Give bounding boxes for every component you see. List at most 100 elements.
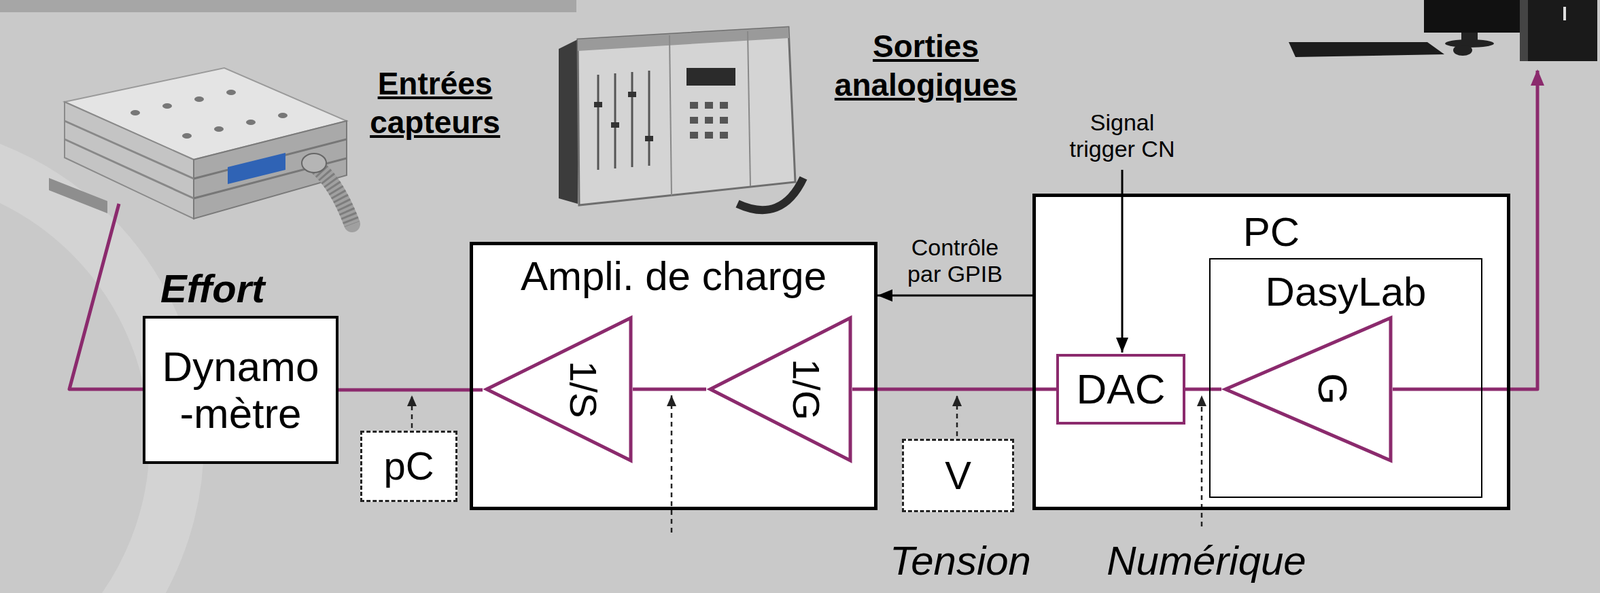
top-band xyxy=(0,0,577,13)
signal-connector xyxy=(632,388,707,392)
label-holder: Numérique xyxy=(1106,538,1306,584)
leader-arrow xyxy=(670,395,673,533)
label-holder: Entrées capteurs xyxy=(356,64,514,143)
signal-type: Numérique xyxy=(1106,538,1306,584)
computer-photo xyxy=(1453,44,1473,56)
charge-amplifier-photo xyxy=(631,72,634,168)
charge-amplifier-photo xyxy=(719,116,728,124)
charge-amplifier-photo xyxy=(737,178,804,211)
label-holder: Tension xyxy=(889,538,1032,584)
dynamometer-photo xyxy=(226,89,236,96)
label-holder: Sorties analogiques xyxy=(823,27,1028,105)
quantity-label: Effort xyxy=(160,267,266,312)
charge-amplifier-photo xyxy=(704,116,713,124)
computer-photo xyxy=(1522,0,1598,62)
signal-connector xyxy=(338,388,483,393)
charge-amplifier-photo xyxy=(704,101,713,109)
charge-amplifier-photo xyxy=(669,35,672,196)
dynamometer-photo xyxy=(301,153,327,173)
dynamometer-photo xyxy=(48,67,353,225)
charge-amplifier-photo xyxy=(577,27,790,51)
signal-connector xyxy=(1185,388,1222,392)
computer-photo xyxy=(1288,0,1598,62)
leader-arrow xyxy=(956,395,959,437)
trigger-arrow xyxy=(1121,169,1124,353)
triangle-outline xyxy=(710,318,851,461)
charge-amplifier-photo xyxy=(628,91,637,98)
triangle-outline xyxy=(482,316,633,463)
amplifier-triangle: G xyxy=(1221,316,1393,463)
section-heading: Entrées capteurs xyxy=(356,64,514,143)
software-title: DasyLab xyxy=(1210,269,1482,315)
triangle-outline xyxy=(486,318,631,461)
charge-amplifier-photo xyxy=(558,27,804,211)
charge-amplifier-photo xyxy=(645,135,654,142)
sensor-box: Dynamo -mètre xyxy=(142,316,339,465)
dynamometer-photo xyxy=(182,133,192,139)
box-fill xyxy=(1056,354,1186,425)
top-band xyxy=(0,0,577,13)
box-label: DAC xyxy=(1076,365,1166,413)
device-title: Ampli. de charge xyxy=(473,253,875,300)
unit-box: V xyxy=(901,439,1015,513)
triangle-outline xyxy=(706,316,853,463)
gain-label: 1/S xyxy=(562,360,605,419)
box-fill xyxy=(1209,258,1483,499)
dynamometer-photo xyxy=(64,101,194,219)
dynamometer-photo xyxy=(64,139,194,199)
box-label: Dynamo -mètre xyxy=(153,343,328,438)
dynamometer-photo xyxy=(194,96,204,102)
charge-amplifier-photo xyxy=(689,131,699,139)
box-fill xyxy=(360,430,458,503)
box-fill xyxy=(901,439,1015,513)
triangle-outline xyxy=(1221,316,1393,463)
charge-amplifier-photo xyxy=(594,101,603,108)
label-holder: Signal trigger CN xyxy=(1063,109,1182,163)
computer-photo xyxy=(1563,6,1567,21)
signal-wire xyxy=(69,203,143,390)
box-fill xyxy=(142,316,339,465)
computer-photo xyxy=(1288,42,1445,58)
box-fill xyxy=(469,241,878,511)
amplifier-triangle: 1/S xyxy=(482,316,633,463)
computer-photo xyxy=(1519,0,1528,62)
charge-amplifier-photo xyxy=(558,39,578,204)
charge-amplifier-photo xyxy=(689,116,699,124)
box-fill xyxy=(142,193,1511,513)
leader-arrow xyxy=(411,395,414,429)
charge-amplifier-photo xyxy=(704,131,713,139)
gain-label: 1/G xyxy=(785,358,828,421)
computer-photo xyxy=(1445,39,1494,48)
unit-label: V xyxy=(944,454,972,499)
device-box: Ampli. de charge 1/S 1/G xyxy=(469,241,878,511)
charge-amplifier-photo xyxy=(577,27,796,206)
charge-amplifier-photo xyxy=(648,70,651,166)
dynamometer-photo xyxy=(314,164,353,225)
charge-amplifier-photo xyxy=(719,131,728,139)
dynamometer-photo xyxy=(246,119,256,126)
dynamometer-photo xyxy=(162,103,172,109)
device-box: PCDACDasyLabG xyxy=(1032,193,1511,511)
edge-label-holder: Contrôle par GPIB xyxy=(900,234,1010,288)
dynamometer-photo xyxy=(227,152,286,185)
software-box: DasyLabG xyxy=(1209,258,1483,499)
signal-wire xyxy=(1392,70,1538,390)
amplifier-triangle: 1/G xyxy=(706,316,853,463)
charge-amplifier-photo xyxy=(614,73,617,169)
box-fill xyxy=(1032,193,1511,511)
converter-box: DAC xyxy=(1056,354,1186,425)
label-holder: Effort xyxy=(160,267,266,312)
charge-amplifier-photo xyxy=(686,67,736,86)
dynamometer-photo xyxy=(64,120,194,179)
signal-name: Signal trigger CN xyxy=(1063,109,1182,163)
gain-label: G xyxy=(1309,373,1355,406)
charge-amplifier-photo xyxy=(747,31,751,187)
dynamometer-photo xyxy=(277,112,288,119)
dynamometer-photo xyxy=(48,178,108,214)
unit-box: pC xyxy=(360,430,458,503)
dynamometer-photo xyxy=(314,164,353,225)
dynamometer-photo xyxy=(214,126,224,132)
trigger-arrow xyxy=(1122,169,1123,353)
dynamometer-photo xyxy=(130,110,141,116)
signal-type: Tension xyxy=(889,538,1032,584)
